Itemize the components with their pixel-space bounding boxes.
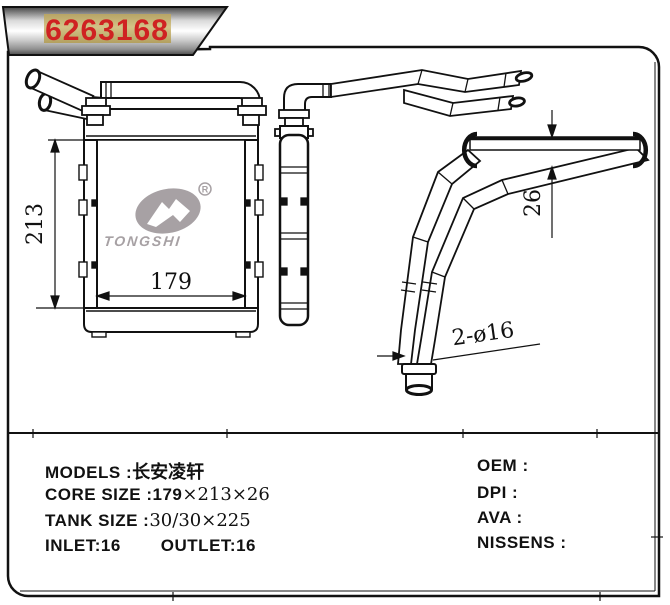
spec-dpi: DPI :: [477, 483, 518, 503]
channel-clips: [78, 164, 264, 278]
part-number-banner: 6263168: [1, 6, 229, 56]
tank-size-value: 30/30×225: [149, 510, 251, 531]
models-label: MODELS :: [45, 463, 133, 482]
nissens-label: NISSENS :: [477, 533, 567, 552]
spec-nissens: NISSENS :: [477, 533, 567, 553]
part-number: 6263168: [45, 14, 169, 47]
dim-height: [36, 138, 84, 310]
tank-connectors: [81, 97, 267, 126]
core-size-num: 179: [152, 485, 183, 504]
spec-oem: OEM :: [477, 456, 529, 476]
core-size-rest: ×213×26: [182, 484, 270, 505]
side-body-lines: [280, 166, 308, 310]
tank-size-label: TANK SIZE :: [45, 511, 150, 530]
outlet-pipes: [330, 69, 534, 117]
core-size-label: CORE SIZE :: [45, 485, 153, 504]
top-view: [397, 131, 650, 396]
dim-height-label: 213: [23, 203, 48, 245]
dim-depth-label: 26: [521, 189, 546, 217]
dim-depth: [547, 110, 557, 238]
dpi-label: DPI :: [477, 483, 519, 502]
spec-inlet-outlet: INLET:16 OUTLET:16: [45, 536, 256, 556]
dim-width-label: 179: [150, 270, 192, 295]
brand-logo: R TONGSHI: [103, 182, 212, 249]
spec-block: MODELS :长安凌轩 CORE SIZE :179×213×26 TANK …: [0, 433, 670, 597]
registered-mark: R: [202, 185, 209, 195]
logo-brand-text: TONGSHI: [103, 233, 182, 249]
bottom-fitting: [401, 363, 437, 396]
oem-label: OEM :: [477, 456, 529, 475]
ava-label: AVA :: [477, 508, 523, 527]
spec-tank-size: TANK SIZE :30/30×225: [45, 510, 251, 531]
inlet-value: INLET:16: [45, 536, 121, 555]
outlet-value: OUTLET:16: [160, 536, 256, 555]
sheet-frame: [6, 45, 663, 601]
spec-core-size: CORE SIZE :179×213×26: [45, 484, 270, 505]
frame-tick-marks: [32, 429, 663, 601]
models-value: 长安凌轩: [132, 462, 205, 482]
dim-ports-leader: [377, 343, 541, 361]
dim-width: [95, 291, 247, 301]
dim-ports-label: 2-ø16: [450, 318, 516, 351]
side-view: [274, 83, 332, 327]
spec-models: MODELS :长安凌轩: [45, 458, 204, 484]
spec-ava: AVA :: [477, 508, 523, 528]
